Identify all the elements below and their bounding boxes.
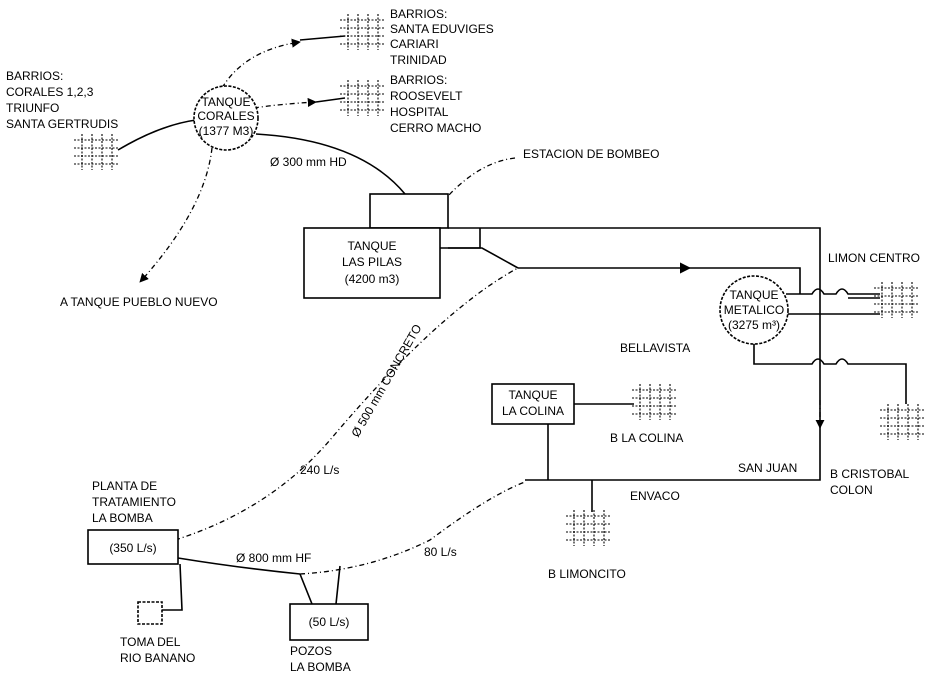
label-envaco: ENVACO (630, 489, 680, 503)
label-barrios-roosevelt-2: ROOSEVELT (390, 89, 463, 103)
label-barrios-roosevelt-1: BARRIOS: (390, 73, 447, 87)
label-barrios-roosevelt-4: CERRO MACHO (390, 121, 481, 135)
grid-cristobal-colon (879, 403, 925, 441)
label-barrios-eduviges-1: BARRIOS: (390, 7, 447, 21)
metalico-outlet-1 (786, 288, 880, 295)
label-planta-2: TRATAMIENTO (92, 495, 176, 509)
label-pozos-2: LA BOMBA (290, 660, 351, 674)
grid-roosevelt (339, 79, 385, 117)
label-barrios-corales-1: BARRIOS: (6, 69, 63, 83)
pilas-to-junction (440, 247, 519, 269)
label-planta-1: PLANTA DE (92, 479, 157, 493)
pozos-la-bomba: (50 L/s) (289, 603, 369, 641)
pipe-toma (162, 563, 183, 611)
tanque-las-pilas-line2: LAS PILAS (342, 255, 402, 269)
label-pipe-500: Ø 500 mm CONCRETO (348, 322, 424, 440)
planta-capacity: (350 L/s) (109, 541, 156, 555)
estacion-leader (447, 157, 516, 197)
label-pipe-800: Ø 800 mm HF (236, 551, 311, 565)
label-toma-1: TOMA DEL (120, 635, 181, 649)
pipe-pozos-1 (299, 573, 313, 605)
tanque-metalico: TANQUE METALICO (3275 m³) (719, 275, 789, 345)
label-barrios-corales-4: SANTA GERTRUDIS (6, 117, 118, 131)
label-barrios-corales-3: TRIUNFO (6, 101, 59, 115)
label-estacion-bombeo: ESTACION DE BOMBEO (523, 147, 659, 161)
tanque-corales-line2: CORALES (197, 109, 254, 123)
grid-limoncito (565, 509, 611, 547)
tanque-corales-line3: (1377 M3) (199, 124, 254, 138)
pozos-capacity: (50 L/s) (309, 615, 350, 629)
pipe-to-metalico-2 (690, 267, 801, 294)
label-flow-240: 240 L/s (300, 463, 339, 477)
tanque-las-pilas: TANQUE LAS PILAS (4200 m3) (303, 227, 441, 299)
grid-corales (73, 133, 119, 171)
toma-rio-block (137, 601, 163, 625)
pipe-corales-to-grid (117, 119, 197, 151)
label-limon-centro: LIMON CENTRO (828, 251, 920, 265)
label-barrios-eduviges-2: SANTA EDUVIGES (390, 22, 494, 36)
label-san-juan: SAN JUAN (738, 461, 797, 475)
pipe-corales-to-pueblo-nuevo (139, 147, 213, 283)
pipe-800mm (177, 557, 301, 575)
pipe-pozos-2 (335, 565, 341, 605)
label-barrios-eduviges-3: CARIARI (390, 37, 439, 51)
estacion-bombeo-block (369, 193, 449, 229)
label-barrios-roosevelt-3: HOSPITAL (390, 105, 449, 119)
pipe-300mm (255, 133, 406, 195)
pipe-800mm-dash (299, 481, 526, 575)
label-b-la-colina: B LA COLINA (610, 431, 683, 445)
label-barrios-eduviges-4: TRINIDAD (390, 53, 447, 67)
metalico-outlet-3 (753, 340, 907, 404)
tanque-la-colina: TANQUE LA COLINA (491, 383, 575, 425)
label-b-limoncito: B LIMONCITO (548, 567, 626, 581)
planta-tratamiento: (350 L/s) (87, 529, 179, 565)
label-b-cristobal-2: COLON (830, 483, 873, 497)
label-pozos-1: POZOS (290, 644, 332, 658)
pilas-outlet (448, 228, 481, 249)
label-a-tanque-pueblo-nuevo: A TANQUE PUEBLO NUEVO (60, 295, 218, 309)
pipe-san-juan (525, 420, 821, 481)
tanque-metalico-line3: (3275 m³) (728, 318, 780, 332)
tanque-las-pilas-line1: TANQUE (347, 239, 396, 253)
tanque-corales-line1: TANQUE (201, 95, 250, 109)
grid-limon-centro (873, 281, 919, 319)
pipe-roosevelt-feed (315, 97, 346, 103)
label-bellavista: BELLAVISTA (620, 341, 690, 355)
pipe-corales-to-eduviges (221, 38, 301, 89)
grid-eduviges (339, 13, 385, 51)
tanque-la-colina-line2: LA COLINA (502, 404, 564, 418)
pipe-corales-to-roosevelt (253, 97, 317, 109)
pipe-eduviges-feed (299, 35, 346, 41)
tanque-las-pilas-line3: (4200 m3) (345, 272, 400, 286)
label-b-cristobal-1: B CRISTOBAL (830, 467, 909, 481)
tanque-metalico-line1: TANQUE (729, 288, 778, 302)
label-pipe-300: Ø 300 mm HD (270, 155, 347, 169)
label-toma-2: RIO BANANO (120, 651, 195, 665)
tanque-metalico-line2: METALICO (724, 303, 784, 317)
grid-la-colina (631, 383, 677, 421)
pipe-500mm (174, 267, 519, 541)
tanque-la-colina-line1: TANQUE (508, 388, 557, 402)
tanque-corales: TANQUE CORALES (1377 M3) (193, 85, 259, 151)
label-flow-80: 80 L/s (424, 545, 457, 559)
label-barrios-corales-2: CORALES 1,2,3 (6, 85, 94, 99)
main-top-line (448, 227, 821, 420)
label-planta-3: LA BOMBA (92, 511, 153, 525)
